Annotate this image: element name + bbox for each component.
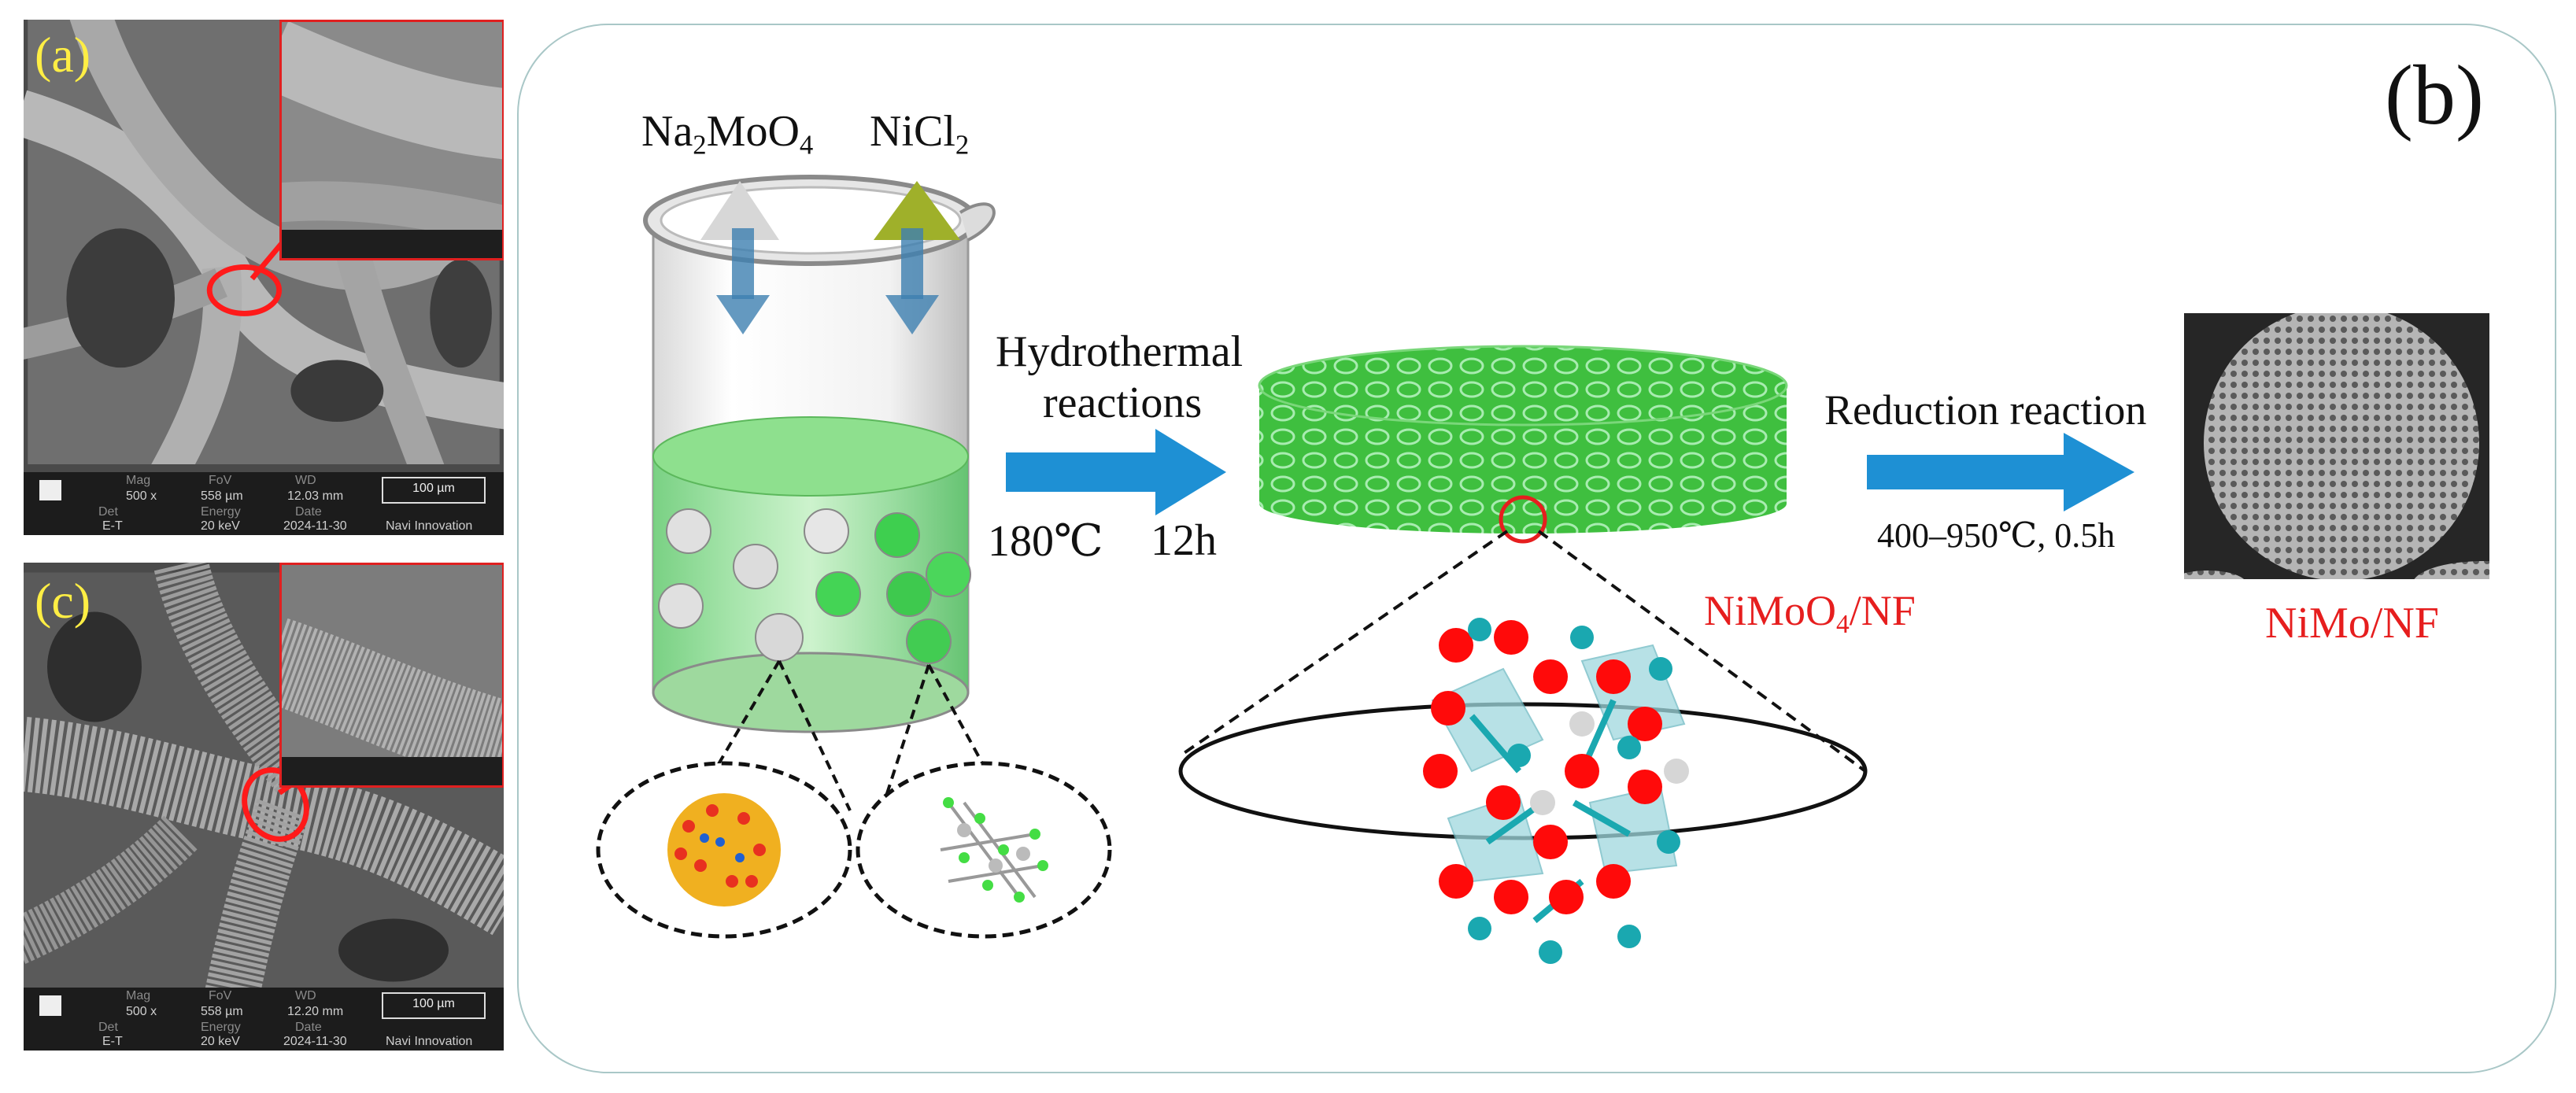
sem-panel-c: (c) Mag 500 x FoV 558 µm WD 12.20 mm Det…: [24, 563, 504, 1051]
step1-arrow-icon: [1006, 429, 1226, 515]
highlight-ellipse-a: [206, 264, 283, 316]
nimoo4-foam-disk: [1178, 345, 1868, 964]
sem-databar-a: Mag 500 x FoV 558 µm WD 12.03 mm Det E-T…: [24, 472, 504, 535]
sem-panel-a: (a) Mag 500 x FoV 558 µm WD 12.03 mm Det…: [24, 20, 504, 535]
step2-arrow-icon: [1867, 433, 2134, 511]
step1-temperature: 180℃: [988, 517, 1103, 566]
step1-label-line2: reactions: [1043, 378, 1203, 427]
step1-time: 12h: [1151, 516, 1217, 565]
scale-bar-c: 100 µm: [382, 992, 486, 1019]
reactor-beaker: [643, 175, 1001, 811]
highlight-ellipse-c: [242, 767, 309, 842]
step2-label: Reduction reaction: [1824, 386, 2147, 434]
camera-icon: [39, 995, 61, 1016]
sem-databar-c: Mag 500 x FoV 558 µm WD 12.20 mm Det E-T…: [24, 988, 504, 1051]
reagent-label-na2moo4: Na2MoO4: [641, 107, 814, 161]
step2-conditions: 400–950℃, 0.5h: [1877, 516, 2116, 555]
inset-image-a: [279, 20, 504, 260]
camera-icon: [39, 480, 61, 500]
reagent-label-nicl2: NiCl2: [870, 107, 970, 161]
panel-label-c: (c): [35, 573, 91, 629]
product-label: NiMo/NF: [2265, 599, 2439, 648]
inset-image-c: [279, 563, 504, 788]
scale-bar-a: 100 µm: [382, 477, 486, 504]
step1-label-line1: Hydrothermal: [996, 327, 1244, 376]
particle-zoom-views: [596, 761, 1112, 939]
intermediate-label: NiMoO4/NF: [1704, 587, 1916, 640]
panel-label-a: (a): [35, 27, 91, 83]
panel-label-b: (b): [2385, 49, 2484, 142]
nimo-product-image: [2184, 313, 2489, 579]
